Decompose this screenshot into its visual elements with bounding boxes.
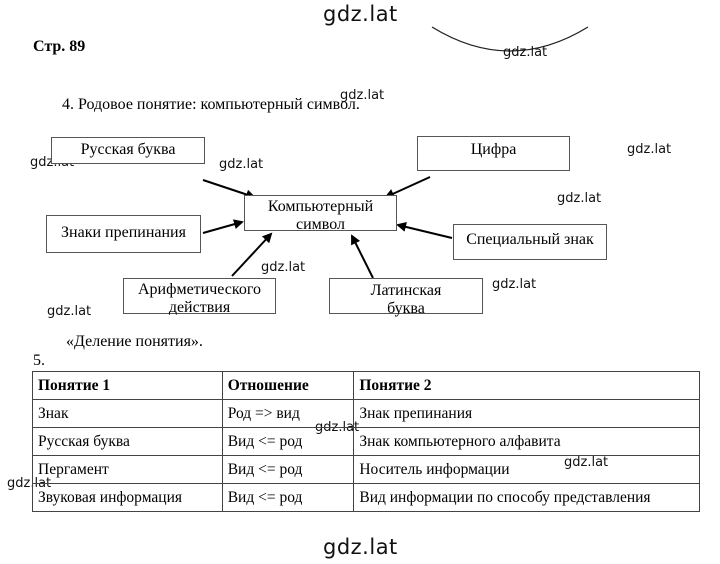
box-arithmetic-line2: действия <box>168 299 231 316</box>
box-arithmetic: Арифметического действия <box>123 278 276 316</box>
arrow-special <box>396 222 453 239</box>
watermark-small: gdz.lat <box>47 304 92 319</box>
arrow-arithmetic <box>231 232 273 277</box>
watermark-small: gdz.lat <box>492 277 537 292</box>
box-generic-concept: Компьютерный символ <box>244 195 397 233</box>
box-latin-letter: Латинская буква <box>329 278 483 317</box>
box-generic-line1: Компьютерный <box>267 198 374 215</box>
box-latin-line1: Латинская <box>370 282 442 299</box>
table-row: Звуковая информация Вид <= род Вид инфор… <box>32 483 700 512</box>
watermark-top: gdz.lat <box>323 2 398 26</box>
cell-concept2: Носитель информации <box>353 455 700 484</box>
watermark-small: gdz.lat <box>261 260 306 275</box>
arrow-digit <box>384 176 431 199</box>
cell-concept2: Знак компьютерного алфавита <box>353 427 700 456</box>
watermark-small: gdz.lat <box>557 191 602 206</box>
cell-relation: Вид <= род <box>221 427 355 456</box>
cell-relation: Род => вид <box>221 399 355 428</box>
table-header-row: Понятие 1 Отношение Понятие 2 <box>32 371 700 400</box>
relations-table: Понятие 1 Отношение Понятие 2 Знак Род =… <box>32 371 700 512</box>
task5-number: 5. <box>33 352 45 369</box>
cell-concept1: Знак <box>32 399 223 428</box>
cell-concept2: Вид информации по способу представления <box>353 483 700 512</box>
header-concept1: Понятие 1 <box>32 371 223 400</box>
task4-text: 4. Родовое понятие: компьютерный символ. <box>62 96 360 113</box>
cell-concept2: Знак препинания <box>353 399 700 428</box>
watermark-small: gdz.lat <box>219 157 264 172</box>
header-concept2: Понятие 2 <box>353 371 700 400</box>
cell-concept1: Пергамент <box>32 455 223 484</box>
box-arithmetic-line1: Арифметического <box>137 281 262 298</box>
table-row: Русская буква Вид <= род Знак компьютерн… <box>32 427 700 456</box>
watermark-small: gdz.lat <box>627 142 672 157</box>
cell-relation: Вид <= род <box>221 483 355 512</box>
table-row: Пергамент Вид <= род Носитель информации <box>32 455 700 484</box>
box-special-sign: Специальный знак <box>453 224 607 260</box>
arrow-punctuation <box>202 219 244 234</box>
box-punctuation: Знаки препинания <box>46 215 201 253</box>
box-russian-letter-label: Русская буква <box>80 141 176 158</box>
arrow-latin <box>351 234 374 279</box>
header-relation: Отношение <box>221 371 355 400</box>
arrow-russian-letter <box>202 179 256 200</box>
cell-relation: Вид <= род <box>221 455 355 484</box>
box-latin-line2: буква <box>387 300 425 317</box>
box-russian-letter: Русская буква <box>51 137 205 164</box>
box-punctuation-label: Знаки препинания <box>61 224 186 241</box>
watermark-bottom: gdz.lat <box>323 535 398 559</box>
box-special-sign-label: Специальный знак <box>466 231 594 248</box>
box-digit: Цифра <box>417 136 570 171</box>
operation-label: «Деление понятия». <box>66 333 203 350</box>
page-number: Стр. 89 <box>33 38 86 55</box>
box-generic-line2: символ <box>295 216 345 233</box>
cell-concept1: Звуковая информация <box>32 483 223 512</box>
watermark-small: gdz.lat <box>503 45 548 60</box>
cell-concept1: Русская буква <box>32 427 223 456</box>
box-digit-label: Цифра <box>470 141 517 158</box>
watermark-small: gdz.lat <box>340 88 385 103</box>
table-row: Знак Род => вид Знак препинания <box>32 399 700 428</box>
